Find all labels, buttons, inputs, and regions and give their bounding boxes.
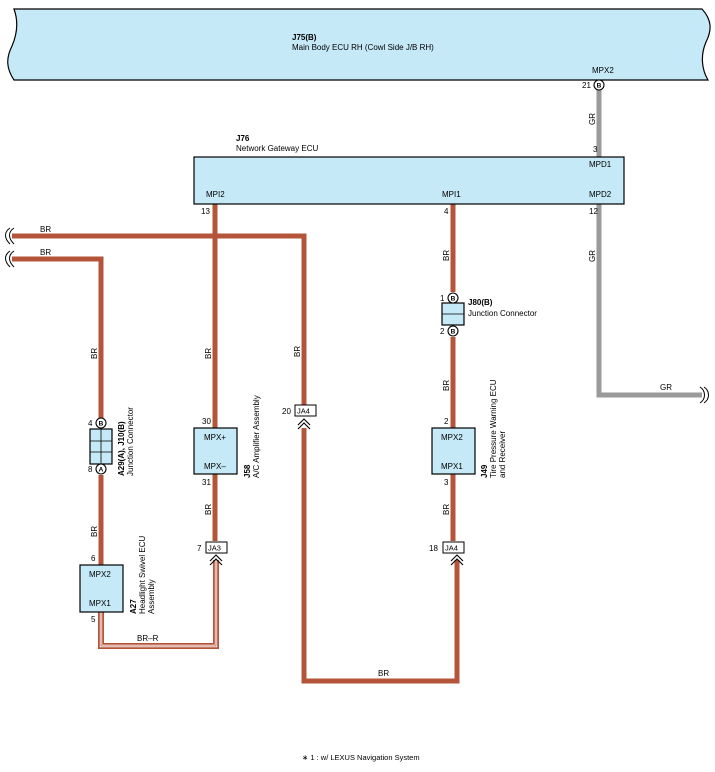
connector-ja3: JA3 7 xyxy=(197,541,228,566)
gateway-pin-mpd2: 12 xyxy=(589,207,598,216)
ac-label-top: MPX+ xyxy=(204,433,226,442)
wire-label: BR xyxy=(442,380,451,391)
gateway-label-mpi2: MPI2 xyxy=(206,190,225,199)
wire-label: GR xyxy=(660,383,672,392)
gateway-name: Network Gateway ECU xyxy=(236,144,318,153)
gateway-code: J76 xyxy=(236,134,250,143)
pin-number: 20 xyxy=(282,407,291,416)
pin-number: 7 xyxy=(197,544,202,553)
connector-ja4-right: JA4 18 xyxy=(429,541,465,566)
tpms-label-top: MPX2 xyxy=(441,433,463,442)
pin-badge: B xyxy=(451,296,456,303)
pin-number: 4 xyxy=(88,419,93,428)
headlight-label-bottom: MPX1 xyxy=(89,599,111,608)
gateway-label-mpi1: MPI1 xyxy=(442,190,461,199)
j80-code: J80(B) xyxy=(468,298,493,307)
pin-number: 30 xyxy=(202,417,211,426)
network-gateway-ecu: J76 Network Gateway ECU 3 MPD1 MPD2 MPI2… xyxy=(193,134,625,216)
wire-label: GR xyxy=(588,113,597,125)
gateway-label-mpd1: MPD1 xyxy=(589,160,612,169)
wire-break-right xyxy=(699,386,709,404)
pin-badge: B xyxy=(597,83,602,90)
connector-label: JA4 xyxy=(445,544,458,553)
wire-label: BR xyxy=(442,504,451,515)
pin-number: 6 xyxy=(91,554,96,563)
wires-br xyxy=(12,204,460,684)
main-ecu-pin: 21 B xyxy=(582,79,605,91)
pin-number: 21 xyxy=(582,81,591,90)
pin-number: 18 xyxy=(429,544,438,553)
junction-connector-a29: B A 4 8 A29(A), J10(B) Junction Connecto… xyxy=(88,407,135,476)
main-body-ecu: J75(B) Main Body ECU RH (Cowl Side J/B R… xyxy=(7,8,711,81)
tpms-name: Tire Pressure Warning ECU xyxy=(489,379,498,478)
headlight-name-2: Assembly xyxy=(147,579,156,614)
pin-badge: B xyxy=(451,329,456,336)
wire-label: BR xyxy=(204,348,213,359)
wires-gr xyxy=(596,90,702,398)
wire-label: BR–R xyxy=(137,634,159,643)
ac-code: J58 xyxy=(243,464,252,478)
wire-label: BR xyxy=(90,348,99,359)
headlight-code: A27 xyxy=(129,599,138,614)
j80-name: Junction Connector xyxy=(468,309,537,318)
main-body-ecu-name: Main Body ECU RH (Cowl Side J/B RH) xyxy=(292,43,434,52)
wire-label: BR xyxy=(40,225,51,234)
pin-number: 3 xyxy=(444,478,449,487)
connector-label: JA3 xyxy=(208,544,221,553)
gateway-pin-mpd1: 3 xyxy=(593,145,598,154)
pin-number: 1 xyxy=(440,294,445,303)
headlight-swivel-ecu: MPX2 MPX1 6 5 A27 Headlight Swivel ECU A… xyxy=(79,536,156,624)
wire-label: BR xyxy=(90,526,99,537)
pin-number: 8 xyxy=(88,465,93,474)
tpms-label-bottom: MPX1 xyxy=(441,462,463,471)
pin-number: 2 xyxy=(440,327,445,336)
gateway-pin-mpi2: 13 xyxy=(201,207,210,216)
tpms-code: J49 xyxy=(480,464,489,478)
wire-label: GR xyxy=(588,250,597,262)
main-body-ecu-code: J75(B) xyxy=(292,33,317,42)
connector-label: JA4 xyxy=(297,407,310,416)
gateway-label-mpd2: MPD2 xyxy=(589,190,612,199)
wire-br-r xyxy=(98,560,219,649)
wire-label: BR xyxy=(204,504,213,515)
headlight-label-top: MPX2 xyxy=(89,570,111,579)
footnote: ∗ 1 : w/ LEXUS Navigation System xyxy=(302,753,420,762)
wire-label: BR xyxy=(293,346,302,357)
tire-pressure-warning-ecu: MPX2 MPX1 2 3 J49 Tire Pressure Warning … xyxy=(431,379,507,487)
pin-badge: B xyxy=(99,421,104,428)
pin-number: 5 xyxy=(91,615,96,624)
a29-code: A29(A), J10(B) xyxy=(117,421,126,476)
wire-label: BR xyxy=(378,669,389,678)
wire-label: BR xyxy=(40,248,51,257)
ac-name: A/C Amplifier Assembly xyxy=(252,395,261,478)
connector-ja4-mid: JA4 20 xyxy=(282,404,317,430)
pin-number: 31 xyxy=(202,478,211,487)
junction-connector-j80: B B 1 2 J80(B) Junction Connector xyxy=(440,292,537,337)
ac-amplifier-assembly: MPX+ MPX– 30 31 J58 A/C Amplifier Assemb… xyxy=(193,395,261,487)
pin-badge: A xyxy=(99,467,104,474)
gateway-pin-mpi1: 4 xyxy=(444,207,449,216)
wire-label: BR xyxy=(442,250,451,261)
pin-number: 2 xyxy=(444,417,449,426)
wire-break-left xyxy=(5,227,15,268)
headlight-name: Headlight Swivel ECU xyxy=(138,536,147,614)
ac-label-bottom: MPX– xyxy=(204,462,226,471)
a29-name: Junction Connector xyxy=(126,407,135,476)
tpms-name-2: and Receiver xyxy=(498,431,507,478)
wire-labels: BR BR BR BR–R GR BR BR BR BR BR BR BR BR… xyxy=(40,113,672,678)
main-body-ecu-terminal: MPX2 xyxy=(592,66,614,75)
